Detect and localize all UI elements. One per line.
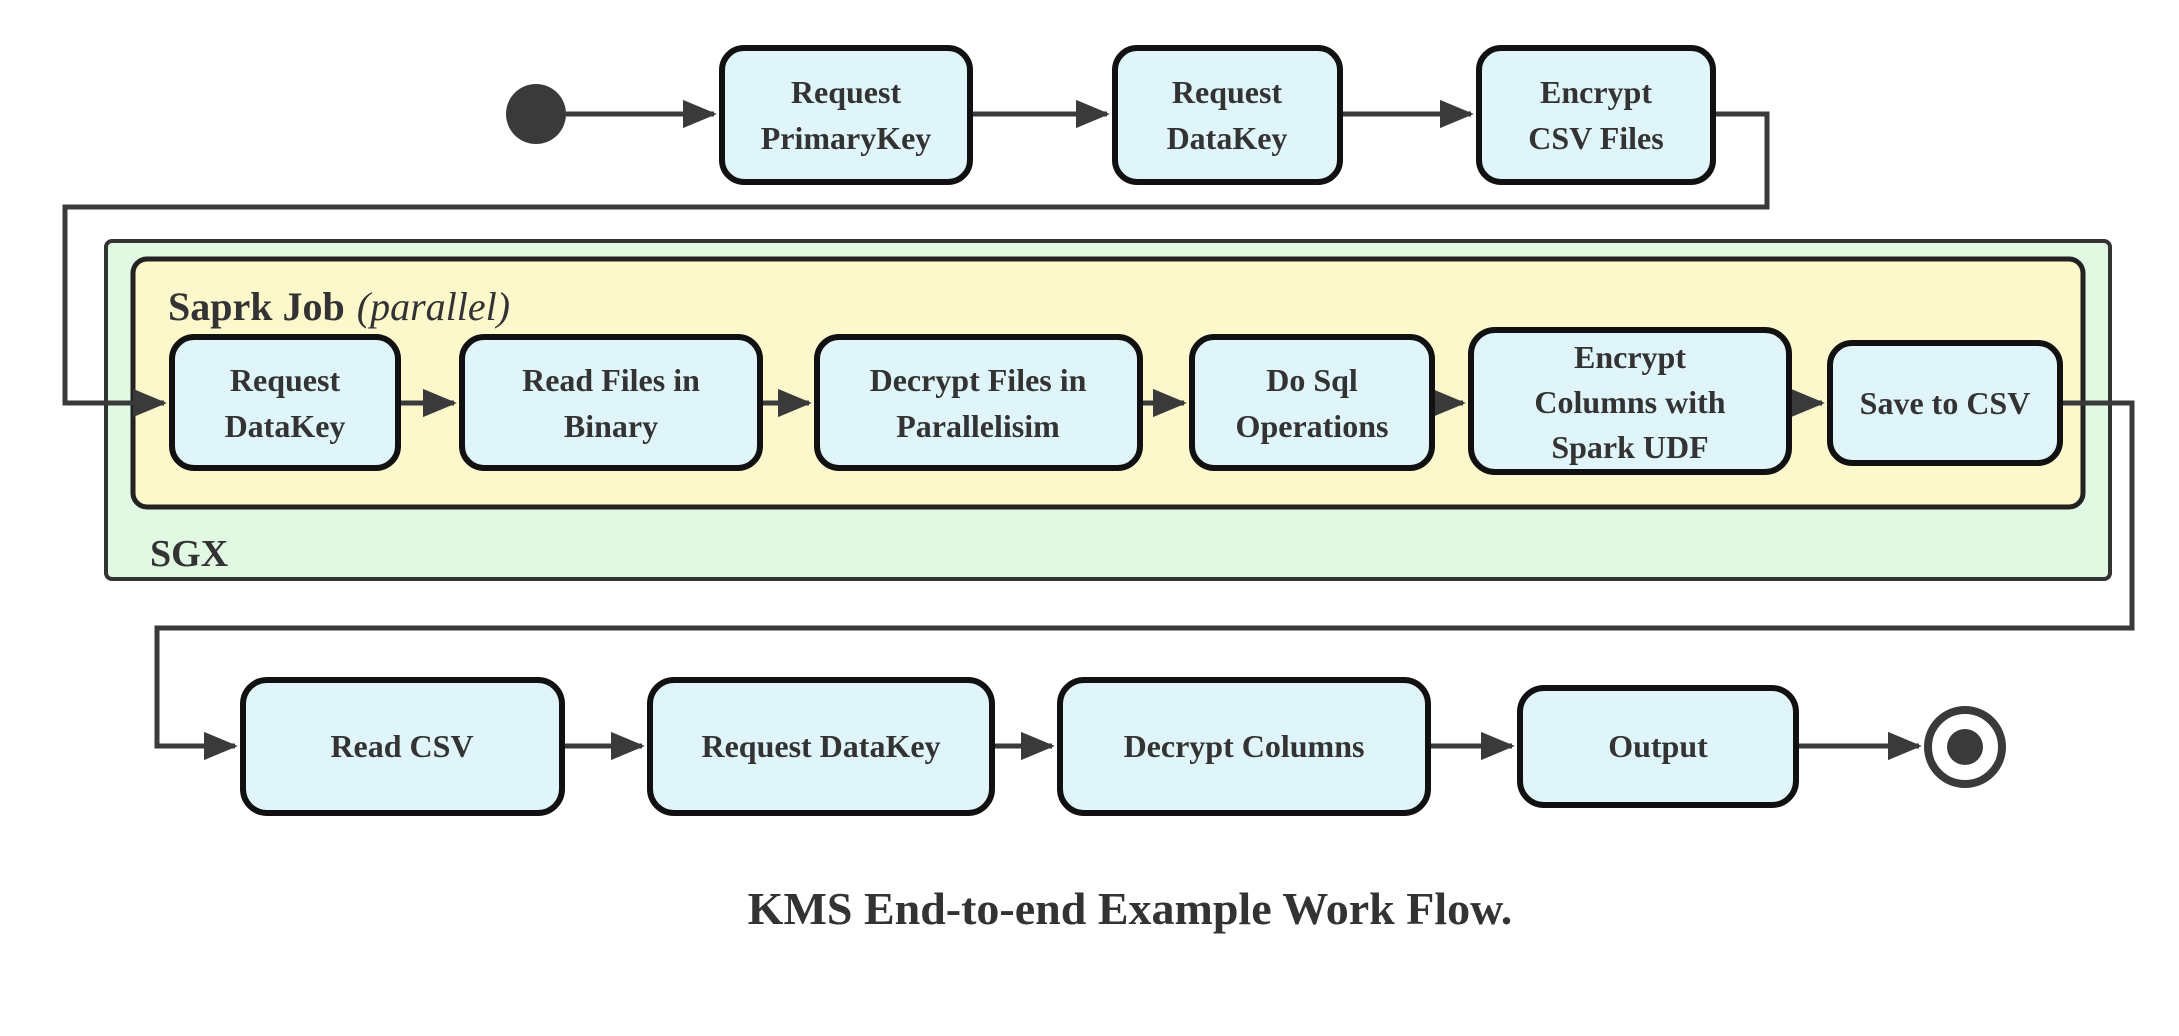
node-label-line: Operations	[1236, 408, 1389, 444]
sgx-container-label: SGX	[150, 533, 228, 575]
spark-job-label-bold: Saprk Job	[168, 284, 345, 329]
end-state-ring	[1924, 706, 2006, 788]
node-label-line: Columns with	[1534, 384, 1725, 420]
spark-job-container-label: Saprk Job (parallel)	[168, 284, 510, 329]
node-box	[1112, 45, 1343, 185]
node-label-line: CSV Files	[1528, 120, 1663, 156]
node-read-files-in-binary: Read Files in Binary	[459, 334, 763, 471]
node-decrypt-files-in-parallelisim: Decrypt Files in Parallelisim	[814, 334, 1143, 471]
node-label-line: Parallelisim	[896, 408, 1060, 444]
node-box	[1827, 340, 2063, 466]
node-request-datakey-top: Request DataKey	[1112, 45, 1343, 185]
node-label-line: Decrypt Files in	[870, 362, 1087, 398]
node-request-datakey-sgx: Request DataKey	[169, 334, 401, 471]
edge-save-csv-to-read-csv	[154, 400, 2135, 761]
start-state-node	[506, 84, 566, 144]
node-label-line: DataKey	[225, 408, 346, 444]
node-box	[1189, 334, 1435, 471]
node-encrypt-columns-with-spark-udf: Encrypt Columns with Spark UDF	[1468, 327, 1792, 475]
node-label-line: PrimaryKey	[761, 120, 932, 156]
node-box	[459, 334, 763, 471]
node-save-to-csv: Save to CSV	[1827, 340, 2063, 466]
node-box	[814, 334, 1143, 471]
node-label-line: Spark UDF	[1551, 429, 1708, 465]
node-box	[647, 677, 995, 816]
node-label-line: Binary	[564, 408, 658, 444]
node-label-line: Decrypt Columns	[1124, 728, 1365, 764]
node-label-line: Request	[1172, 74, 1283, 110]
node-box	[1468, 327, 1792, 475]
node-label-line: Encrypt	[1540, 74, 1652, 110]
node-label-line: Output	[1608, 728, 1708, 764]
node-box	[240, 677, 565, 816]
node-label-line: DataKey	[1167, 120, 1288, 156]
node-do-sql-operations: Do Sql Operations	[1189, 334, 1435, 471]
node-request-primarykey: Request PrimaryKey	[719, 45, 973, 185]
end-state-dot	[1947, 729, 1983, 765]
end-state-node	[1924, 706, 2006, 788]
node-box	[1057, 677, 1431, 816]
diagram-caption: KMS End-to-end Example Work Flow.	[748, 883, 1513, 934]
node-request-datakey-bottom: Request DataKey	[647, 677, 995, 816]
node-label-line: Save to CSV	[1860, 385, 2031, 421]
node-label-line: Read Files in	[522, 362, 700, 398]
node-label-line: Do Sql	[1266, 362, 1358, 398]
node-decrypt-columns: Decrypt Columns	[1057, 677, 1431, 816]
node-box	[1476, 45, 1716, 185]
spark-job-label-italic: (parallel)	[357, 284, 510, 329]
edge-encrypt-csv-to-sgx-request-datakey	[62, 111, 1770, 418]
node-label-line: Request	[791, 74, 902, 110]
node-box	[1517, 685, 1799, 808]
node-label-line: Read CSV	[330, 728, 473, 764]
node-box	[719, 45, 973, 185]
node-label-line: Request	[230, 362, 341, 398]
node-encrypt-csv-files: Encrypt CSV Files	[1476, 45, 1716, 185]
node-label-line: Request DataKey	[701, 728, 940, 764]
node-read-csv: Read CSV	[240, 677, 565, 816]
node-label-line: Encrypt	[1574, 339, 1686, 375]
node-output: Output	[1517, 685, 1799, 808]
node-box	[169, 334, 401, 471]
